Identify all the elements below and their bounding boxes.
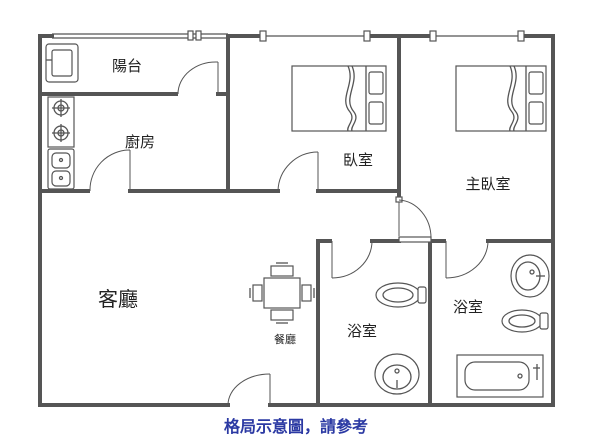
bathtub-icon (456, 354, 544, 398)
master-bedroom-label: 主臥室 (465, 175, 510, 193)
doors (89, 61, 489, 406)
kitchen-sink-icon (47, 148, 75, 190)
dining-room-label: 餐廳 (274, 332, 296, 346)
washbasin-icon (510, 254, 550, 298)
dining-table-icon (249, 262, 315, 324)
floor-plan-caption: 格局示意圖，請參考 (224, 417, 368, 436)
toilet-icon (501, 309, 549, 333)
washbasin-icon (374, 353, 420, 395)
bedroom-label: 臥室 (343, 151, 373, 169)
bathroom-2-label: 浴室 (453, 298, 483, 316)
interior-walls (38, 34, 555, 407)
balcony-label: 陽台 (112, 57, 142, 75)
stove-icon (47, 96, 75, 148)
bed-icon (291, 65, 387, 132)
living-room-label: 客廳 (98, 287, 138, 311)
room-labels: 陽台 廚房 臥室 主臥室 客廳 餐廳 浴室 浴室 (98, 57, 511, 346)
master-bed-icon (455, 65, 547, 132)
kitchen-label: 廚房 (125, 133, 155, 151)
washing-machine-icon (45, 43, 79, 83)
windows (52, 30, 525, 42)
bathroom-1-label: 浴室 (347, 322, 377, 340)
toilet-icon (375, 282, 427, 308)
